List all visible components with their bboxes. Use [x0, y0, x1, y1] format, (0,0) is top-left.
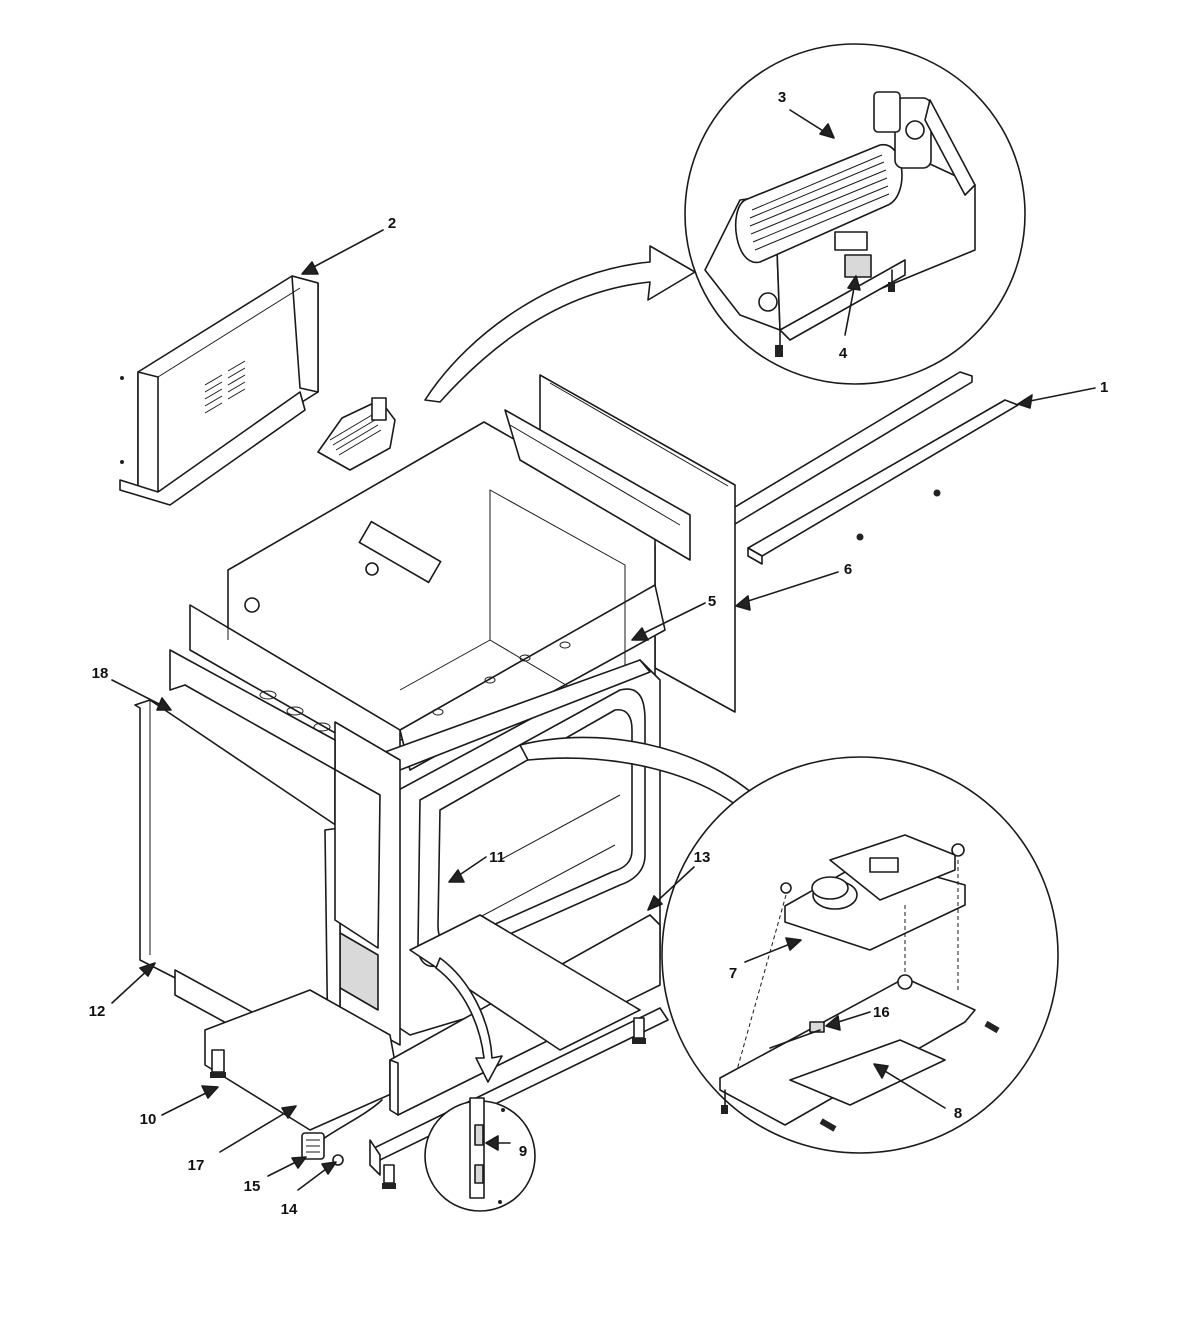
callout-18: 18 — [92, 665, 109, 682]
callout-3: 3 — [778, 89, 786, 106]
callout-11: 11 — [489, 849, 505, 866]
arrow-to-hinge-detail — [435, 957, 503, 1083]
callout-13: 13 — [694, 849, 711, 866]
callout-8: 8 — [954, 1105, 962, 1122]
callout-6: 6 — [844, 561, 852, 578]
callout-9: 9 — [519, 1143, 527, 1160]
hinge-detail-circle — [424, 1097, 536, 1212]
blower-detail-circle — [684, 43, 1026, 385]
front-trim-rail — [704, 371, 1019, 565]
callout-2: 2 — [388, 215, 396, 232]
blower-assembly-small — [317, 397, 396, 471]
callout-15: 15 — [244, 1178, 261, 1195]
callout-16: 16 — [873, 1004, 890, 1021]
callout-4: 4 — [839, 345, 848, 362]
thermostat-detail-circle — [661, 756, 1059, 1154]
callout-labels: 1 2 3 4 5 6 7 8 9 10 11 12 13 14 15 16 1… — [89, 89, 1109, 1218]
callout-10: 10 — [140, 1111, 157, 1128]
oven-cavity-assembly — [134, 409, 691, 1189]
leader-lines — [111, 109, 1096, 1191]
rear-cover-panel — [119, 275, 319, 506]
callout-17: 17 — [188, 1157, 205, 1174]
callout-1: 1 — [1100, 379, 1108, 396]
callout-14: 14 — [281, 1201, 298, 1218]
callout-5: 5 — [708, 593, 716, 610]
arrow-to-blower-detail — [424, 245, 696, 403]
callout-12: 12 — [89, 1003, 106, 1020]
callout-7: 7 — [729, 965, 737, 982]
